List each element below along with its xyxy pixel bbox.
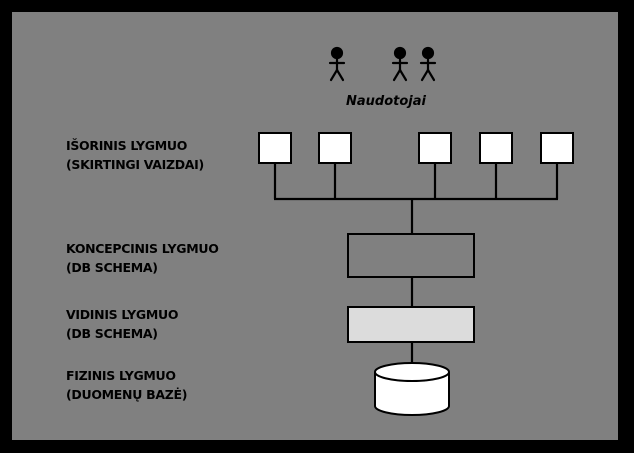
person-icon (391, 46, 409, 82)
external-view-box (540, 132, 574, 164)
external-level-subtitle: (SKIRTINGI VAIZDAI) (66, 157, 204, 172)
person-icon (419, 46, 437, 82)
external-view-box (258, 132, 292, 164)
database-cylinder-icon (374, 362, 450, 416)
view-connectors (273, 163, 559, 362)
internal-level-title: VIDINIS LYGMUO (66, 307, 179, 322)
external-view-box (418, 132, 452, 164)
internal-schema-box (347, 306, 475, 343)
conceptual-level-label: KONCEPCINIS LYGMUO (DB SCHEMA) (66, 239, 219, 277)
conceptual-schema-box (347, 233, 475, 278)
conceptual-level-subtitle: (DB SCHEMA) (66, 260, 158, 275)
conceptual-level-title: KONCEPCINIS LYGMUO (66, 241, 219, 256)
users-label: Naudotojai (346, 94, 426, 109)
external-level-label: IŠORINIS LYGMUO (SKIRTINGI VAIZDAI) (66, 136, 204, 174)
person-icon (328, 46, 346, 82)
physical-level-subtitle: (DUOMENŲ BAZĖ) (66, 387, 188, 402)
internal-level-label: VIDINIS LYGMUO (DB SCHEMA) (66, 305, 178, 343)
external-view-box (318, 132, 352, 164)
external-view-box (479, 132, 513, 164)
physical-level-label: FIZINIS LYGMUO (DUOMENŲ BAZĖ) (66, 366, 187, 404)
physical-level-title: FIZINIS LYGMUO (66, 368, 176, 383)
internal-level-subtitle: (DB SCHEMA) (66, 326, 158, 341)
external-level-title: IŠORINIS LYGMUO (66, 138, 188, 153)
diagram-panel (12, 12, 618, 440)
